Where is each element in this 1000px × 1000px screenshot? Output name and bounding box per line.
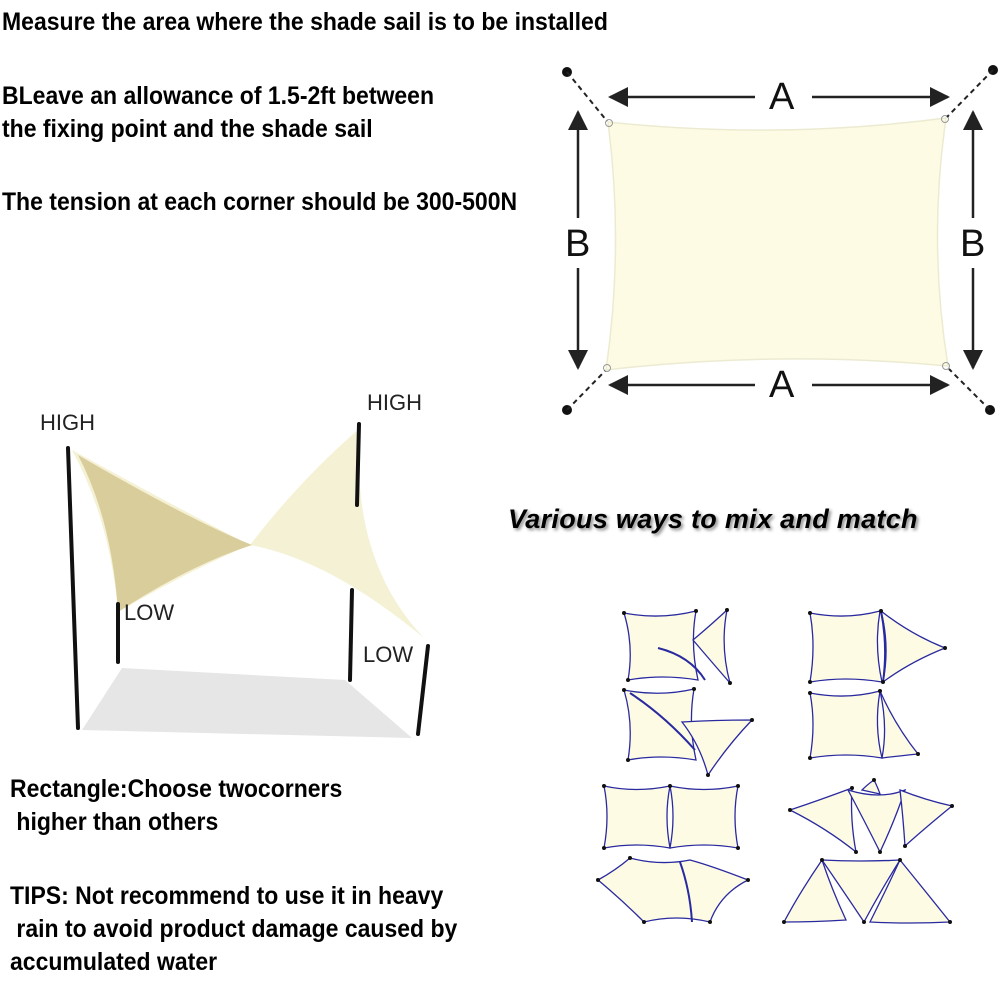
config-multi-triangles (788, 779, 954, 854)
support-poles (66, 422, 430, 736)
config-square-triangle-4 (809, 690, 920, 759)
instruction-allowance-line1: BLeave an allowance of 1.5-2ft between (2, 82, 435, 110)
config-square-triangle-2 (809, 609, 947, 684)
instruction-measure: Measure the area where the shade sail is… (2, 8, 608, 36)
config-square-triangle-3 (623, 688, 754, 777)
rectangle-sail (605, 117, 949, 371)
dimension-label-right-b: B (960, 223, 986, 265)
anchor-points (562, 65, 998, 415)
mix-match-corner-dots (596, 608, 954, 924)
tips-line1: TIPS: Not recommend to use it in heavy (10, 882, 444, 910)
rectangle-note-line2: higher than others (10, 808, 219, 836)
label-low-left: LOW (124, 600, 175, 625)
rectangle-note-line1: Rectangle:Choose twocorners (10, 775, 343, 803)
config-spread-rectangles (596, 857, 750, 923)
sail-shadow (82, 668, 412, 738)
sail-shaded-part (78, 455, 252, 612)
instruction-allowance: BLeave an allowance of 1.5-2ft between t… (2, 80, 434, 146)
config-two-squares (603, 785, 739, 849)
dimension-label-bottom-a: A (769, 364, 795, 406)
dimension-arrows (568, 87, 983, 395)
tips-line2: rain to avoid product damage caused by (10, 915, 458, 943)
label-low-right: LOW (363, 642, 414, 667)
tips-line3: accumulated water (10, 948, 218, 976)
rectangle-note: Rectangle:Choose twocorners higher than … (10, 773, 342, 839)
label-high-left: HIGH (40, 410, 95, 435)
mix-match-title: Various ways to mix and match (508, 504, 918, 534)
dimension-label-top-a: A (769, 76, 795, 118)
config-three-triangles (782, 858, 952, 924)
instruction-tension: The tension at each corner should be 300… (2, 188, 518, 216)
tips-note: TIPS: Not recommend to use it in heavy r… (10, 880, 457, 979)
instruction-allowance-line2: the fixing point and the shade sail (2, 115, 373, 143)
dimension-label-left-b: B (565, 223, 591, 265)
config-square-triangle-1 (623, 608, 731, 684)
label-high-right: HIGH (367, 390, 422, 415)
